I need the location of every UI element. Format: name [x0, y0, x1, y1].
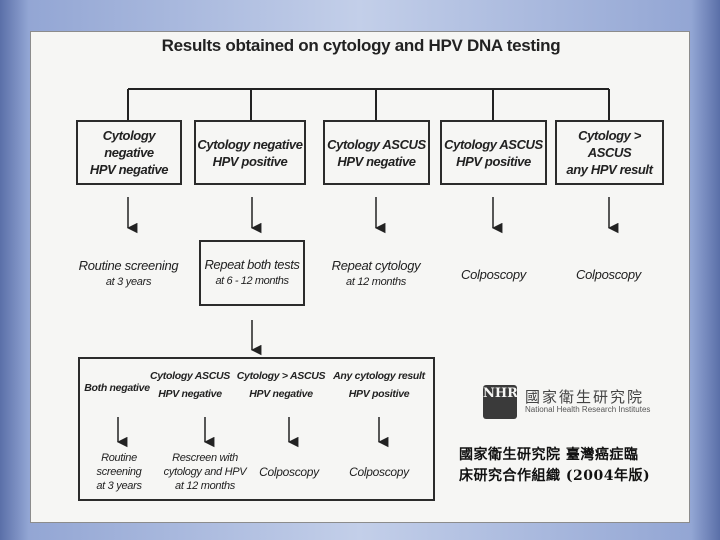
box-line2: HPV negative — [337, 153, 416, 169]
box-line2: any HPV result — [566, 162, 653, 177]
action-line1: Repeat both tests — [204, 257, 300, 272]
box-ascus-hpv-neg: Cytology ASCUS HPV negative — [323, 120, 430, 185]
action-line2: at 3 years — [105, 276, 152, 288]
sub-action-line: cytology and HPV — [163, 466, 247, 478]
box-line1: Cytology ASCUS — [327, 136, 426, 152]
sub-action-colposcopy-2: Colposcopy — [339, 465, 419, 479]
box-line1: Cytology negative — [102, 128, 156, 160]
footer-line2: 床研究合作組織 (2004年版) — [459, 468, 651, 484]
slide: Results obtained on cytology and HPV DNA… — [30, 31, 690, 523]
action-line1: Colposcopy — [461, 267, 526, 282]
sub-action-colposcopy-1: Colposcopy — [249, 465, 329, 479]
box-cyto-neg-hpv-pos: Cytology negative HPV positive — [194, 120, 306, 185]
sub-action-line: Routine — [101, 452, 137, 464]
nhri-logo: NHRI 國家衛生研究院 National Health Research In… — [483, 385, 683, 429]
action-line2: at 6 - 12 months — [215, 275, 289, 287]
nhri-logo-icon: NHRI — [483, 385, 524, 419]
sub-ascus-hpv-neg: Cytology ASCUS HPV negative — [149, 367, 231, 403]
action-routine-screening: Routine screening at 3 years — [71, 258, 186, 290]
diagram-title: Results obtained on cytology and HPV DNA… — [161, 36, 561, 55]
box-line1: Cytology ASCUS — [444, 136, 543, 152]
box-gt-ascus-any-hpv: Cytology > ASCUS any HPV result — [555, 120, 664, 185]
sub-gt-ascus-hpv-neg: Cytology > ASCUS HPV negative — [236, 367, 326, 403]
sub-line1: Both negative — [84, 382, 150, 394]
action-line2: at 12 months — [346, 276, 406, 288]
action-line1: Routine screening — [78, 258, 179, 273]
box-cyto-neg-hpv-neg: Cytology negative HPV negative — [76, 120, 182, 185]
sub-action-line: at 12 months — [175, 480, 235, 492]
sub-line1: Cytology > ASCUS — [236, 370, 326, 382]
sub-line2: HPV positive — [348, 388, 410, 400]
box-ascus-hpv-pos: Cytology ASCUS HPV positive — [440, 120, 547, 185]
footer-attribution: 國家衛生研究院 臺灣癌症臨 床研究合作組織 (2004年版) — [459, 445, 689, 487]
box-line2: HPV positive — [456, 153, 531, 169]
sub-action-line: Colposcopy — [259, 465, 319, 479]
sub-line1: Cytology ASCUS — [149, 370, 230, 382]
sub-action-line: screening — [96, 466, 142, 478]
logo-name-en: National Health Research Institutes — [525, 405, 651, 414]
sub-line2: HPV negative — [158, 388, 222, 400]
action-colposcopy-1: Colposcopy — [446, 267, 541, 283]
sub-action-line: Rescreen with — [172, 452, 238, 464]
box-line2: HPV negative — [89, 162, 169, 177]
footer-line1: 國家衛生研究院 臺灣癌症臨 — [459, 447, 639, 463]
sub-line2: HPV negative — [249, 388, 313, 400]
sub-action-line: Colposcopy — [349, 465, 409, 479]
sub-action-rescreen: Rescreen with cytology and HPV at 12 mon… — [153, 451, 257, 493]
action-line1: Repeat cytology — [331, 258, 421, 273]
sub-action-line: at 3 years — [96, 480, 142, 492]
sub-any-cyto-hpv-pos: Any cytology result HPV positive — [327, 367, 431, 403]
logo-name-cn: 國家衛生研究院 — [525, 388, 645, 406]
box-line2: HPV positive — [212, 153, 288, 169]
sub-action-routine: Routine screening at 3 years — [83, 451, 155, 493]
action-colposcopy-2: Colposcopy — [561, 267, 656, 283]
sub-both-negative: Both negative — [81, 379, 153, 397]
action-repeat-cytology: Repeat cytology at 12 months — [321, 258, 431, 290]
connector-lines — [116, 88, 619, 448]
sub-results-box — [78, 357, 435, 501]
sub-line1: Any cytology result — [333, 370, 425, 382]
box-line1: Cytology > ASCUS — [578, 128, 641, 160]
action-line1: Colposcopy — [576, 267, 641, 282]
box-repeat-both-tests: Repeat both tests at 6 - 12 months — [199, 240, 305, 306]
box-line1: Cytology negative — [197, 136, 303, 152]
